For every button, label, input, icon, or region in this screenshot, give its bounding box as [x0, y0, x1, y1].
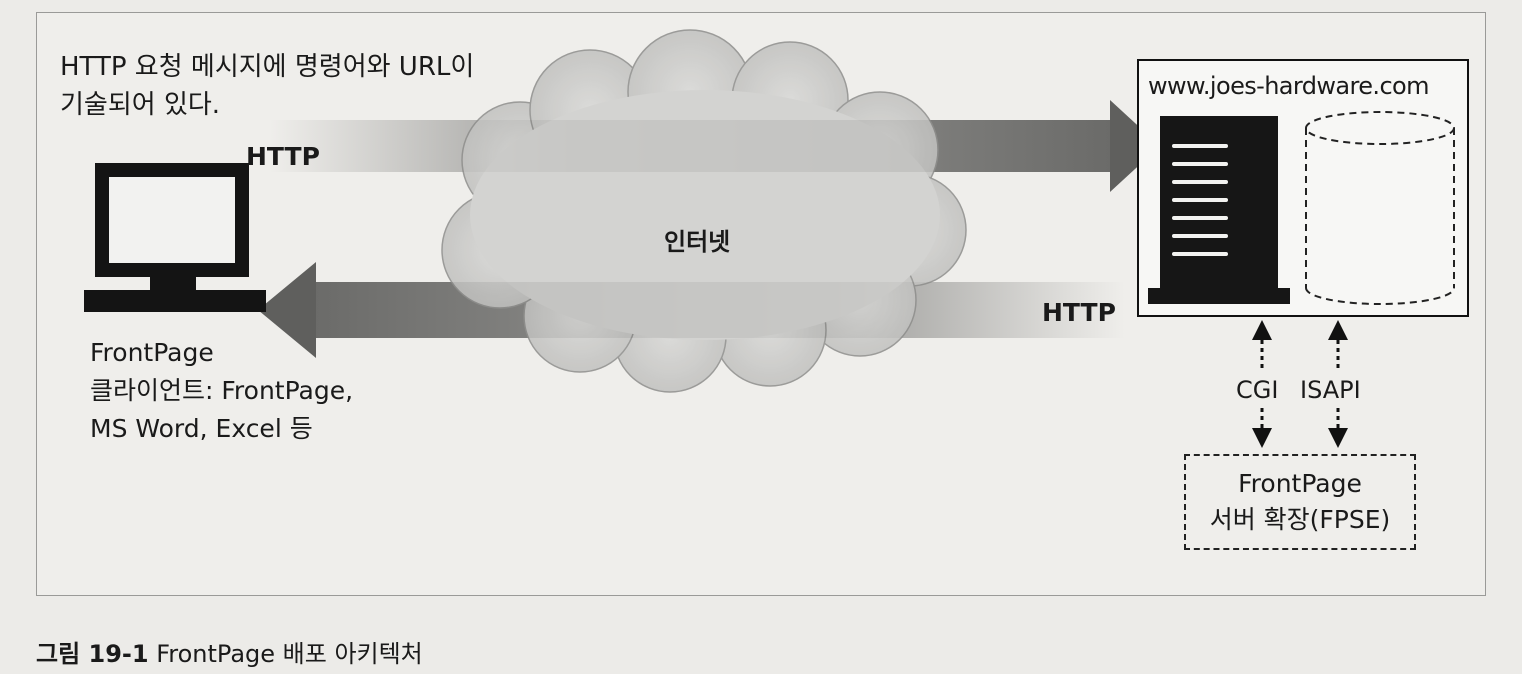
cgi-connector — [1252, 320, 1272, 448]
request-note-line2: 기술되어 있다. — [60, 90, 221, 120]
client-label-line3: MS Word, Excel 등 — [90, 414, 313, 443]
cgi-label: CGI — [1236, 376, 1279, 404]
fpse-line2: 서버 확장(FPSE) — [1209, 505, 1391, 534]
isapi-connector — [1328, 320, 1348, 448]
http-label-request: HTTP — [246, 142, 320, 171]
figure-caption: 그림 19-1 FrontPage 배포 아키텍처 — [36, 634, 423, 669]
database-icon — [1305, 111, 1455, 305]
frontpage-server-extensions-box: FrontPage 서버 확장(FPSE) — [1184, 454, 1416, 550]
client-label-line1: FrontPage — [90, 338, 214, 367]
isapi-label: ISAPI — [1300, 376, 1361, 404]
internet-cloud — [441, 29, 967, 393]
figure-caption-text: FrontPage 배포 아키텍처 — [156, 640, 423, 668]
fpse-line1: FrontPage — [1238, 469, 1362, 498]
client-computer-icon — [84, 163, 266, 312]
server-host-label: www.joes-hardware.com — [1148, 72, 1430, 100]
internet-label: 인터넷 — [664, 228, 731, 256]
figure-number: 그림 19-1 — [36, 640, 149, 668]
client-label-line2: 클라이언트: FrontPage, — [90, 376, 354, 405]
http-label-response: HTTP — [1042, 298, 1116, 327]
server-tower-icon — [1148, 116, 1290, 304]
request-note: HTTP 요청 메시지에 명령어와 URL이 기술되어 있다. — [60, 48, 474, 124]
client-label: FrontPage 클라이언트: FrontPage, MS Word, Exc… — [90, 334, 353, 448]
request-note-line1: HTTP 요청 메시지에 명령어와 URL이 — [60, 52, 475, 82]
